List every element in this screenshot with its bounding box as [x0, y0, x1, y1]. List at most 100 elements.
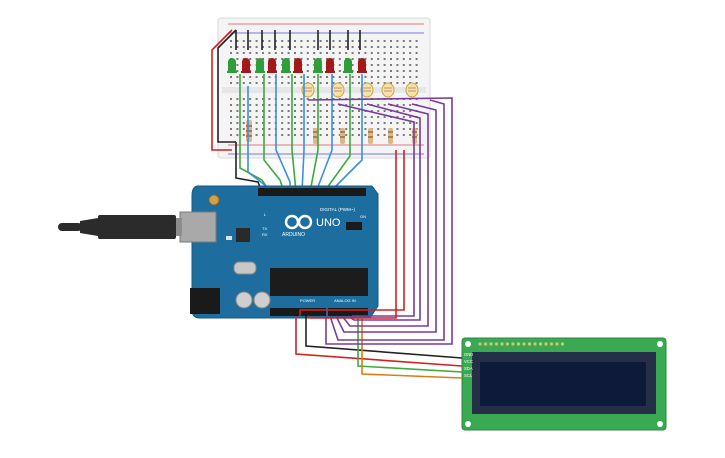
breadboard-hole [377, 52, 380, 54]
breadboard-hole [409, 46, 412, 48]
breadboard-hole [402, 64, 405, 66]
breadboard-hole [249, 46, 252, 48]
breadboard-hole [319, 98, 322, 100]
breadboard-hole [262, 134, 264, 136]
breadboard-hole [242, 40, 245, 42]
breadboard-hole [370, 58, 373, 60]
breadboard-hole [236, 70, 239, 72]
breadboard-hole [262, 128, 264, 130]
breadboard-hole [338, 76, 341, 78]
led [241, 58, 251, 73]
breadboard-hole [306, 110, 309, 112]
breadboard-hole [306, 116, 309, 118]
breadboard-hole [281, 134, 284, 136]
breadboard-hole [370, 40, 373, 42]
breadboard-hole [281, 104, 284, 106]
led [267, 58, 277, 73]
breadboard-hole [402, 40, 405, 42]
breadboard-hole [242, 116, 245, 118]
l-led-label: L [264, 212, 267, 217]
breadboard-hole [358, 46, 360, 48]
breadboard-hole [255, 46, 258, 48]
breadboard-hole [294, 110, 296, 112]
breadboard-hole [402, 134, 405, 136]
breadboard-hole [377, 128, 380, 130]
breadboard-hole [255, 104, 258, 106]
breadboard-hole [236, 76, 239, 78]
breadboard-hole [306, 58, 309, 60]
breadboard-hole [319, 134, 322, 136]
breadboard-hole [358, 104, 360, 106]
digital-header-label: DIGITAL (PWM~) [320, 207, 355, 212]
breadboard-hole [377, 122, 380, 124]
breadboard-hole [383, 110, 386, 112]
breadboard-hole [281, 128, 284, 130]
breadboard-hole [300, 40, 303, 42]
breadboard-hole [255, 76, 258, 78]
breadboard-hole [236, 110, 239, 112]
breadboard-hole [242, 134, 245, 136]
breadboard-hole [358, 116, 360, 118]
lcd-i2c-module[interactable]: GND VCC SDA SCL [461, 337, 667, 431]
breadboard-hole [364, 104, 367, 106]
breadboard-hole [415, 76, 418, 78]
breadboard-hole [370, 52, 373, 54]
breadboard-hole [370, 46, 373, 48]
power-header-label: POWER [300, 298, 315, 303]
breadboard-hole [338, 70, 341, 72]
breadboard-hole [236, 104, 239, 106]
breadboard-hole [377, 76, 380, 78]
breadboard-hole [409, 110, 412, 112]
lcd-pin-gnd-label: GND [464, 352, 473, 357]
breadboard-hole [377, 116, 380, 118]
breadboard-hole [236, 98, 239, 100]
breadboard-hole [230, 122, 232, 124]
breadboard-hole [351, 134, 354, 136]
breadboard-hole [230, 134, 232, 136]
breadboard-hole [319, 76, 322, 78]
breadboard-hole [351, 122, 354, 124]
breadboard-hole [338, 110, 341, 112]
breadboard-hole [402, 128, 405, 130]
breadboard-hole [281, 58, 284, 60]
breadboard-hole [345, 76, 348, 78]
sensor-wires [299, 97, 453, 345]
breadboard-hole [370, 70, 373, 72]
breadboard-hole [236, 58, 239, 60]
breadboard-hole [313, 52, 316, 54]
breadboard-hole [268, 128, 271, 130]
breadboard-hole [300, 134, 303, 136]
breadboard-hole [370, 110, 373, 112]
breadboard-hole [326, 40, 328, 42]
breadboard-hole [255, 40, 258, 42]
lcd-pin-sda-label: SDA [464, 366, 473, 371]
breadboard-hole [345, 128, 348, 130]
breadboard-hole [319, 52, 322, 54]
breadboard-hole [402, 104, 405, 106]
breadboard-hole [249, 116, 252, 118]
breadboard-hole [319, 128, 322, 130]
breadboard-hole [255, 52, 258, 54]
breadboard-hole [242, 52, 245, 54]
breadboard-hole [402, 122, 405, 124]
breadboard[interactable] [217, 17, 431, 159]
arduino-uno-board[interactable]: UNO ARDUINO DIGITAL (PWM~) POWER ANALOG … [58, 185, 379, 319]
breadboard-hole [319, 46, 322, 48]
breadboard-hole [390, 76, 392, 78]
led [293, 58, 303, 73]
breadboard-hole [268, 46, 271, 48]
breadboard-hole [383, 64, 386, 66]
breadboard-hole [396, 128, 399, 130]
breadboard-hole [409, 76, 412, 78]
breadboard-hole [300, 98, 303, 100]
breadboard-holes [230, 40, 418, 136]
breadboard-hole [281, 52, 284, 54]
breadboard-hole [294, 46, 296, 48]
lcd-header-pin [560, 342, 565, 346]
breadboard-hole [287, 134, 290, 136]
breadboard-hole [409, 134, 412, 136]
breadboard-hole [396, 122, 399, 124]
breadboard-hole [332, 104, 335, 106]
breadboard-hole [326, 46, 328, 48]
